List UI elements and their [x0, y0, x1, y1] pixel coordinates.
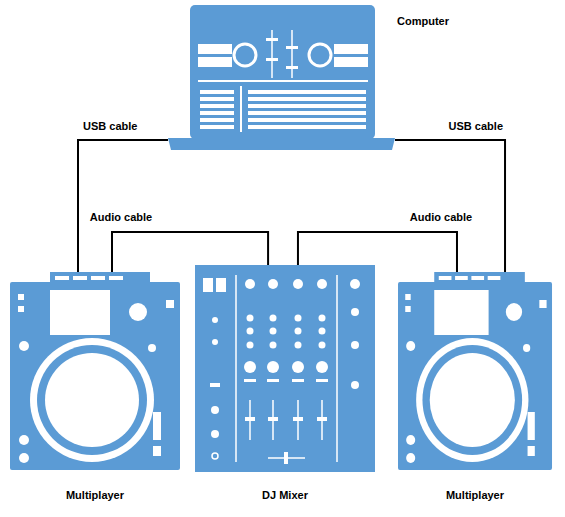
track-row [248, 125, 366, 129]
screen-fader-cap [266, 58, 278, 61]
fader-cap [293, 417, 303, 421]
multiplayer-node: Multiplayer [10, 272, 180, 470]
mixer-knob [268, 279, 278, 289]
mixer-button [211, 406, 219, 414]
screen-fader [291, 30, 293, 78]
track-row [248, 104, 366, 108]
mixer-button [216, 278, 226, 292]
mixer-knob [350, 279, 360, 289]
fader-cap [317, 417, 327, 421]
crossfader-cap [284, 452, 288, 464]
browser-row [200, 125, 234, 129]
mixer-knob [293, 279, 303, 289]
mixer-body [195, 265, 375, 472]
mixer-knob [270, 342, 277, 349]
mixer-knob [351, 341, 359, 349]
mixer-knob [267, 361, 279, 373]
mixer-button [210, 383, 220, 387]
screen-deck [234, 44, 256, 66]
mixer-indicator [244, 379, 256, 382]
mixer-knob [270, 315, 277, 322]
mixer-knob [319, 328, 326, 335]
screen-deck [309, 44, 331, 66]
mixer-button [212, 339, 218, 345]
mixer-knob [247, 342, 254, 349]
mixer-knob [247, 315, 254, 322]
cable-line [112, 232, 268, 272]
laptop-screen [190, 5, 375, 139]
device-label: Computer [397, 15, 449, 28]
screen-divider [198, 80, 368, 82]
fader-cap [245, 417, 255, 421]
device-label: Multiplayer [10, 489, 180, 502]
mixer-button [212, 453, 218, 459]
mixer-knob [317, 279, 327, 289]
track-row [248, 90, 366, 94]
mixer-indicator [267, 379, 279, 382]
computer-node: Computer [168, 5, 395, 150]
mixer-indicator [292, 379, 304, 382]
mixer-button [212, 317, 218, 323]
browser-row [200, 118, 234, 122]
mixer-knob [292, 361, 304, 373]
cable-label: Audio cable [410, 211, 472, 224]
device-label: DJ Mixer [195, 489, 375, 502]
mixer-knob [319, 342, 326, 349]
cable-line [395, 140, 505, 272]
mixer-knob [351, 381, 359, 389]
screen-fader-cap [286, 66, 298, 69]
multiplayer-illustration [398, 272, 552, 470]
multiplayer-node: Multiplayer [398, 272, 552, 470]
mixer-knob [319, 315, 326, 322]
mixer-knob [270, 328, 277, 335]
screen-divider [240, 86, 242, 132]
browser-row [200, 97, 234, 101]
browser-row [200, 111, 234, 115]
mixer-knob [245, 279, 255, 289]
laptop-base [168, 138, 395, 150]
screen-waveform [198, 57, 232, 67]
track-row [248, 97, 366, 101]
screen-waveform [334, 44, 368, 54]
cable-label: Audio cable [90, 211, 152, 224]
multiplayer-illustration [10, 272, 180, 470]
cable-label: USB cable [449, 120, 503, 133]
mixer-knob [316, 361, 328, 373]
cable-label: USB cable [83, 120, 137, 133]
mixer-knob [244, 361, 256, 373]
mixer-knob [295, 328, 302, 335]
mixer-knob [351, 308, 359, 316]
cable-line [78, 140, 168, 272]
screen-waveform [198, 44, 232, 54]
browser-row [200, 90, 234, 94]
mixer-node: DJ Mixer [195, 265, 375, 472]
cable-line [298, 232, 457, 272]
mixer-button [211, 430, 219, 438]
screen-fader-cap [266, 38, 278, 41]
mixer-knob [247, 328, 254, 335]
mixer-indicator [316, 379, 328, 382]
browser-row [200, 104, 234, 108]
mixer-knob [295, 342, 302, 349]
mixer-button [203, 278, 213, 292]
mixer-divider [336, 275, 338, 462]
screen-fader-cap [286, 46, 298, 49]
mixer-divider [235, 275, 237, 462]
screen-waveform [334, 57, 368, 67]
mixer-knob [295, 315, 302, 322]
track-row [248, 118, 366, 122]
screen-fader [271, 30, 273, 78]
device-label: Multiplayer [398, 489, 552, 502]
track-row [248, 111, 366, 115]
fader-cap [268, 417, 278, 421]
